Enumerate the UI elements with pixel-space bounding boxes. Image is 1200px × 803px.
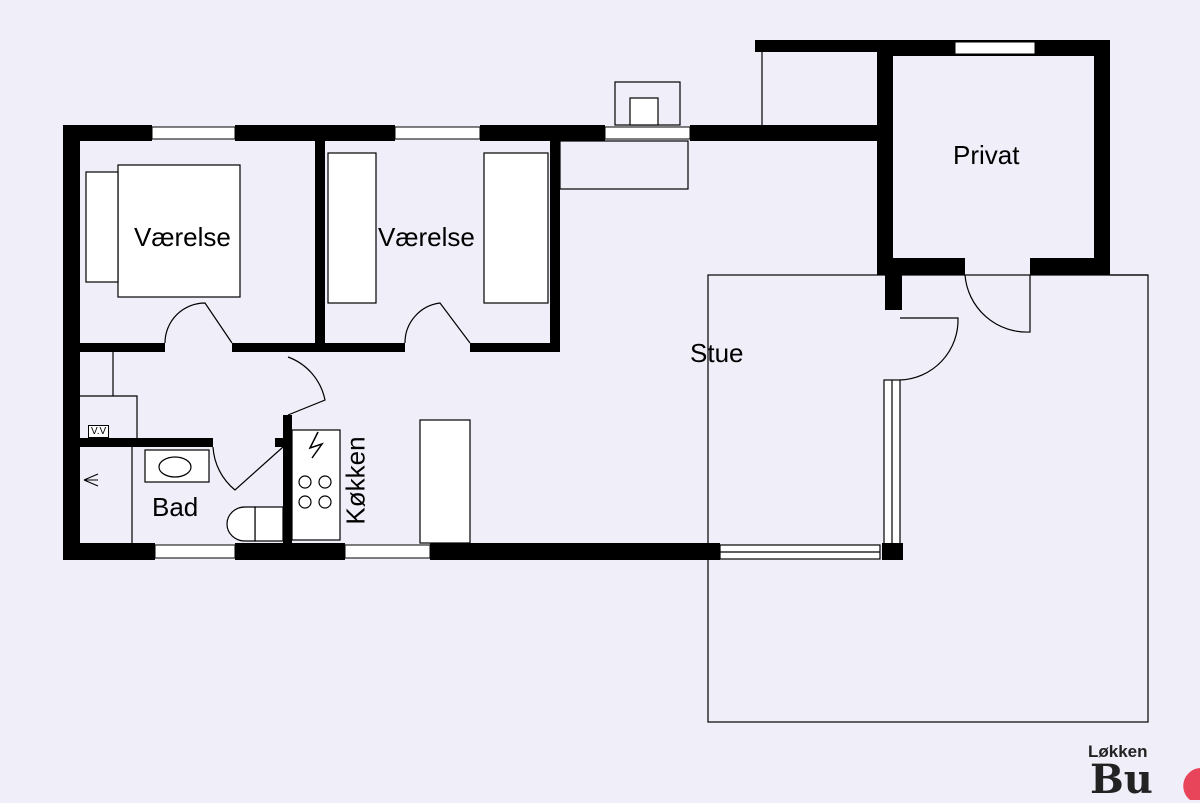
logo-sun-icon [1183,768,1200,800]
room-label-bedroom: Værelse [378,222,475,252]
room-label-living: Stue [690,338,744,368]
shower-icon [83,473,99,487]
door-swing [964,274,1031,333]
electric-icon [308,431,324,459]
terrace-outline [707,274,1149,723]
door-swing [212,446,284,491]
logo-text: Løkken [1088,742,1148,761]
single-bed [327,152,377,304]
single-bed [483,152,549,304]
door-swing [287,356,326,416]
door-swing [404,302,471,344]
toilet [226,506,256,542]
room-label-bedroom: Værelse [134,222,231,252]
door-swing [899,317,959,381]
logo-text: Bu [1090,756,1153,803]
door-swing [164,302,233,344]
kitchen-island [419,419,471,544]
thin-lines [80,48,1149,723]
utility-label: V.V [88,425,110,438]
alcove [559,140,689,190]
room-label-kitchen: Køkken [340,436,371,525]
room-label-private: Privat [953,140,1020,170]
walls [63,40,1110,560]
logo: Løkken Bu [1088,742,1200,803]
room-label-bath: Bad [152,492,199,522]
windows [151,41,1036,559]
